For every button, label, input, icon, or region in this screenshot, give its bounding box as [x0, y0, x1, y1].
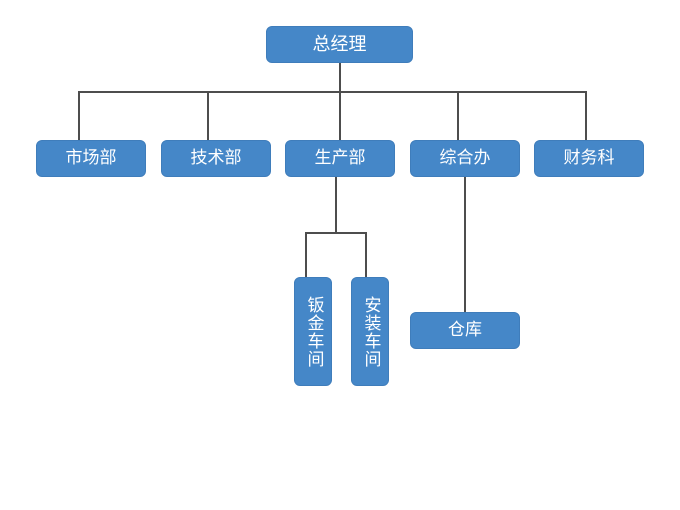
- node-technology-dept: 技术部: [161, 140, 271, 177]
- node-finance-dept: 财务科: [534, 140, 644, 177]
- node-general-office: 综合办: [410, 140, 520, 177]
- node-general-manager: 总经理: [266, 26, 413, 63]
- node-warehouse: 仓库: [410, 312, 520, 349]
- node-production-dept: 生产部: [285, 140, 395, 177]
- node-marketing-dept: 市场部: [36, 140, 146, 177]
- node-sheet-metal-workshop: 钣金车间: [294, 277, 332, 386]
- node-assembly-workshop: 安装车间: [351, 277, 389, 386]
